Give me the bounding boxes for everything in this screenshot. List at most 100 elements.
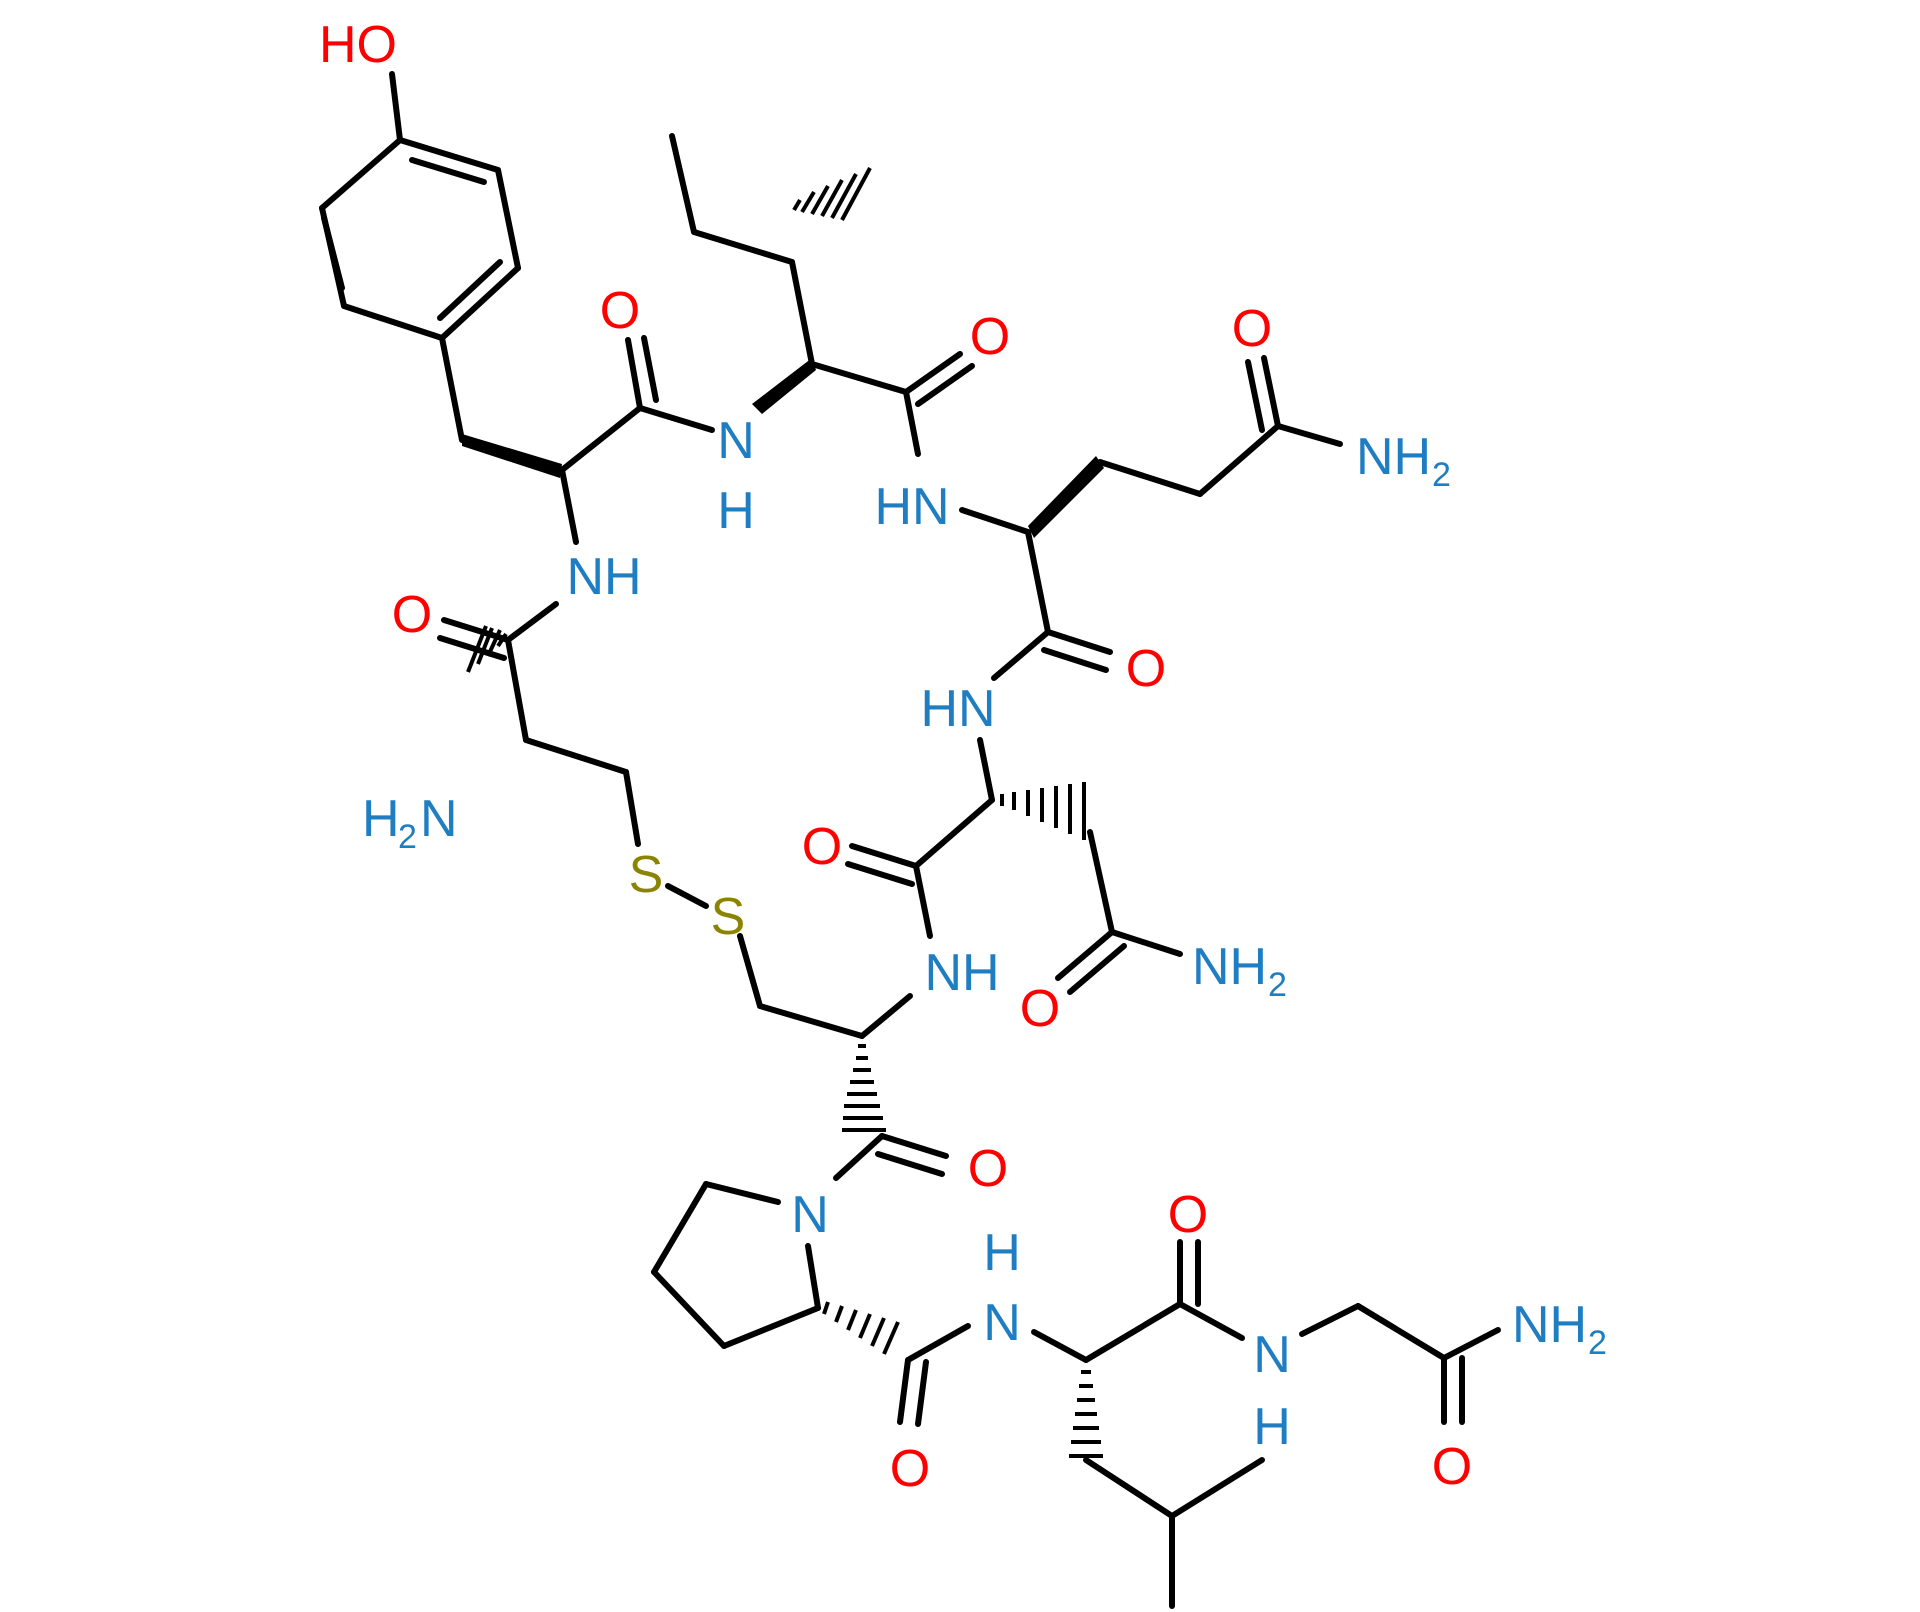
bond [703,1181,781,1205]
bond [495,167,521,271]
bonds [319,71,1501,1609]
bond [903,351,963,395]
amide-nitrogen-label: N [717,412,755,470]
bond [1097,459,1203,497]
bond [1087,829,1115,935]
bond [651,1181,709,1275]
amine-n-text: N [420,790,458,848]
bond [1169,1457,1265,1519]
amide-nh-label: NH [566,548,641,606]
subscript-2: 2 [1432,456,1451,494]
bond [875,1151,945,1177]
oxygen-label: O [1020,980,1060,1038]
bond [1025,529,1051,635]
hash-bond [822,1301,900,1355]
bond [991,629,1051,681]
bond [1197,423,1281,497]
atom-labels: HO O N H O HN O NH 2 NH O H 2 N O HN O S… [319,16,1607,1498]
bond [805,1243,821,1311]
sulfur-label: S [629,846,664,904]
bond [505,637,529,743]
amine-h-text: H [362,790,400,848]
wedge-bond [462,434,562,478]
oxygen-label: O [802,818,842,876]
bond [437,259,503,321]
amine-h2n-label: H 2 N [362,790,458,856]
sulfur-label: S [711,888,746,946]
bond [437,635,507,661]
amide-hydrogen-label: H [983,1224,1021,1282]
amine-nh2-label: NH 2 [1356,428,1451,494]
bond [1245,359,1265,433]
amide-nitrogen-label: N [1253,1326,1291,1384]
bond [833,1133,885,1181]
proline-nitrogen-label: N [791,1186,829,1244]
oxygen-label: O [968,1140,1008,1198]
oxygen-label: O [600,282,640,340]
bond [651,1269,727,1349]
bond [1067,943,1127,995]
hash-bond [1069,1370,1103,1458]
subscript-2: 2 [1268,966,1287,1004]
bond [1441,1327,1501,1361]
amide-nh-label: HN [874,478,949,536]
bond [1177,1301,1245,1341]
bond [409,157,487,185]
bond [913,797,995,869]
bond [389,71,403,143]
bond [977,737,995,803]
bond [809,361,909,395]
bond [623,769,641,847]
hash-bond [792,167,872,221]
subscript-2: 2 [1588,1324,1607,1362]
amide-hydrogen-label: H [717,482,755,540]
amine-nh-text: NH [1512,1296,1587,1354]
bond [789,259,815,367]
amine-nh-text: NH [1192,938,1267,996]
bond [849,843,919,869]
oxygen-label: O [392,586,432,644]
oxygen-label: O [1432,1438,1472,1496]
hash-bond [1000,782,1086,840]
amine-nh2-label: NH 2 [1512,1296,1607,1362]
bond [505,601,559,643]
bond [1109,929,1183,957]
bond [1031,1329,1089,1363]
bond [915,363,975,407]
bond [691,229,795,265]
bond [559,467,579,545]
oxygen-label: O [1126,640,1166,698]
oxygen-label: O [1232,300,1272,358]
bond [1055,929,1115,981]
bond [523,737,629,775]
bond [913,863,933,939]
amide-nh-label: HN [920,680,995,738]
bond [665,883,709,909]
bond [897,1357,911,1425]
bond [1275,423,1343,447]
bond [559,405,643,473]
oxygen-label: O [890,1440,930,1498]
hydroxyl-label: HO [319,16,397,74]
amide-hydrogen-label: H [1253,1398,1291,1456]
wedge-bond [752,358,816,414]
amine-nh-text: NH [1356,428,1431,486]
bond [341,303,445,341]
bond [757,1003,865,1039]
bond [859,993,913,1039]
oxygen-label: O [1168,1186,1208,1244]
bond [1355,1303,1447,1361]
bond [879,1133,949,1159]
bond [1083,1301,1183,1363]
bond [1083,1457,1175,1519]
bond [1041,647,1109,673]
amide-nh-label: NH [924,944,999,1002]
bond [959,507,1031,535]
bond [903,389,921,457]
subscript-2: 2 [398,818,417,856]
bond [721,1305,821,1349]
bond [641,335,659,403]
stereo-bonds [462,167,1104,1458]
bond [1045,629,1113,655]
